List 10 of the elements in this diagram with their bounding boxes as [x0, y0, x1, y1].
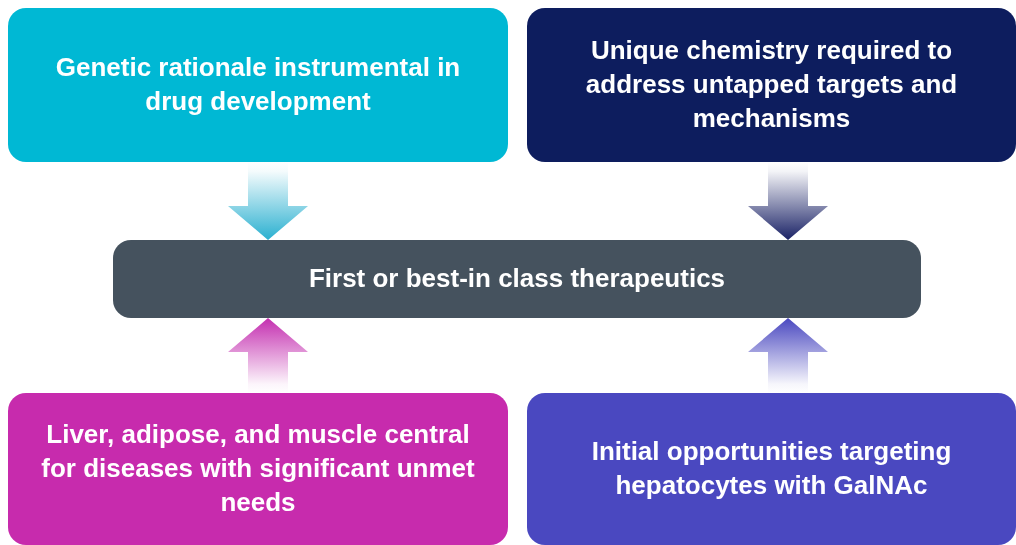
box-text: Initial opportunities targeting hepatocytes with GalNAc [590, 435, 953, 502]
box-text: First or best-in class therapeutics [308, 262, 726, 296]
rounded-box [527, 393, 1016, 545]
box-text: Genetic rationale instrumental in drug development [54, 51, 462, 118]
rounded-box [8, 393, 508, 545]
rounded-box [8, 8, 508, 162]
box-text: Unique chemistry required to address untapped targets and mechanisms [584, 34, 959, 135]
box-text: Liver, adipose, and muscle central for diseases with significant unmet needs [40, 418, 476, 519]
rounded-box [527, 8, 1016, 162]
rounded-box [113, 240, 921, 318]
